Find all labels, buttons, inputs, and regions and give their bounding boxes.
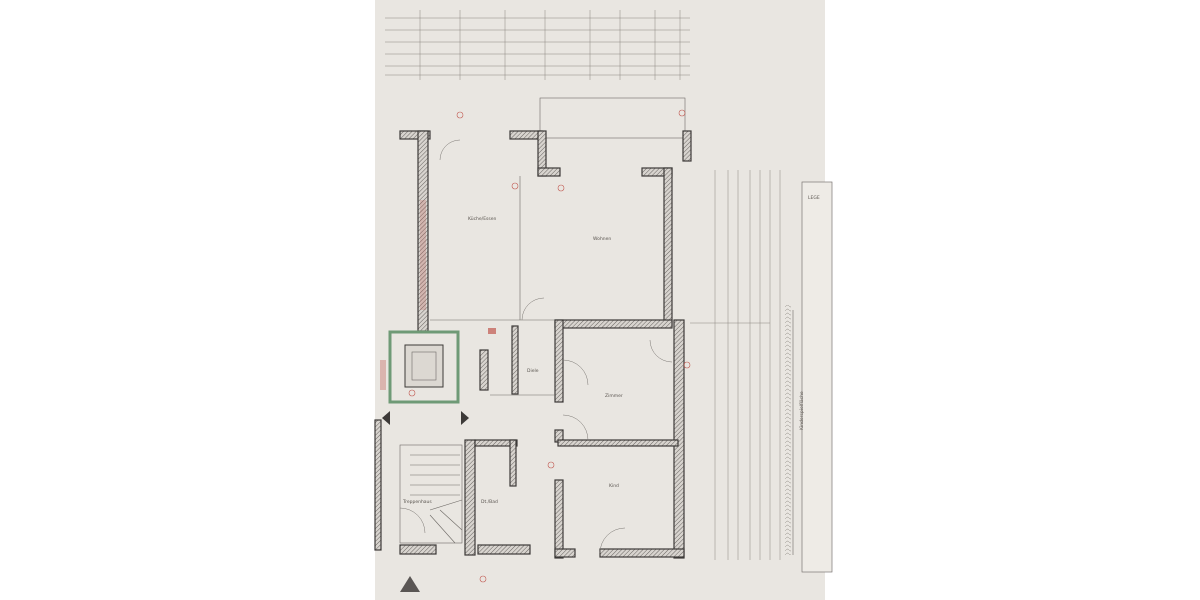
- play-area-boundary: [785, 305, 791, 555]
- room-label-stairs: Treppenhaus: [402, 499, 432, 505]
- top-dimension-lines: [385, 10, 690, 80]
- play-area-label: Kinderspielfläche: [799, 391, 805, 430]
- section-arrow-icon: [382, 411, 390, 425]
- balcony-outline: [539, 97, 686, 139]
- section-marker-icon: [400, 576, 420, 592]
- annotation-markers: [380, 109, 691, 583]
- right-dimension-lines: [690, 170, 781, 560]
- room-label-room: Zimmer: [605, 393, 623, 399]
- room-label-kitchen: Küche/Essen: [468, 216, 496, 222]
- legend-box: [801, 181, 833, 573]
- interior-lines: [399, 139, 673, 554]
- room-label-bath: Dt./Bad: [481, 499, 498, 505]
- room-label-living: Wohnen: [593, 236, 611, 242]
- shaft: [388, 330, 460, 404]
- walls: [374, 130, 692, 559]
- room-label-hall: Diele: [527, 368, 539, 374]
- room-label-child: Kind: [609, 483, 619, 489]
- staircase: [399, 444, 463, 544]
- legend-title: LEGE: [808, 195, 820, 201]
- section-arrow-icon: [461, 411, 469, 425]
- paper-sheet: [375, 0, 825, 600]
